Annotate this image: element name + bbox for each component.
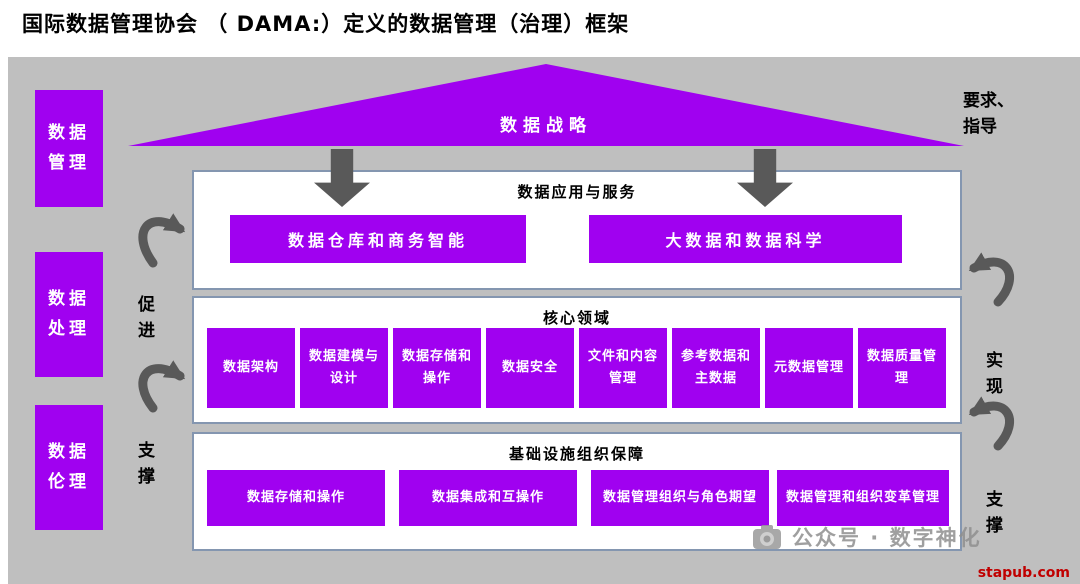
note-support-right: 支 撑 [986,490,1003,537]
pillar-data-processing: 数据 处理 [35,252,103,377]
chip-big-data-science: 大数据和数据科学 [589,215,902,263]
chip-data-security: 数据安全 [486,328,574,408]
note-requirements-guidance: 要求、 指导 [963,91,1014,138]
section-infrastructure-organization: 基础设施组织保障 数据存储和操作 数据集成和互操作 数据管理组织与角色期望 数据… [192,432,962,551]
chip-data-mgmt-org-roles: 数据管理组织与角色期望 [591,470,769,526]
chip-data-quality-mgmt: 数据质量管理 [858,328,946,408]
note-realize: 实 现 [986,351,1003,398]
chip-metadata-mgmt: 元数据管理 [765,328,853,408]
chip-data-warehouse-bi: 数据仓库和商务智能 [230,215,526,263]
chip-data-mgmt-org-change: 数据管理和组织变革管理 [777,470,949,526]
chip-data-storage-operations-infra: 数据存储和操作 [207,470,385,526]
chip-data-modeling-design: 数据建模与设计 [300,328,388,408]
chip-data-architecture: 数据架构 [207,328,295,408]
section-data-application-services: 数据应用与服务 数据仓库和商务智能 大数据和数据科学 [192,170,962,290]
chip-reference-master-data: 参考数据和主数据 [672,328,760,408]
page-title: 国际数据管理协会 （ DAMA:）定义的数据管理（治理）框架 [22,12,630,36]
section-title: 数据应用与服务 [517,183,637,201]
watermark-text: 公众号 · 数字神化 [792,526,982,550]
pillar-data-management: 数据 管理 [35,90,103,207]
note-promote: 促 进 [138,295,155,342]
chip-data-integration-interop: 数据集成和互操作 [399,470,577,526]
watermark: 公众号 · 数字神化 [752,522,982,552]
pillar-data-ethics: 数据 伦理 [35,405,103,530]
chip-document-content-mgmt: 文件和内容管理 [579,328,667,408]
chip-data-storage-operations: 数据存储和操作 [393,328,481,408]
section-title: 核心领域 [542,309,611,327]
section-title: 基础设施组织保障 [508,445,645,463]
strategy-roof-label: 数据战略 [500,116,592,136]
note-support-left: 支 撑 [138,441,155,488]
camera-icon [753,525,781,549]
section-core-domains: 核心领域 数据架构 数据建模与设计 数据存储和操作 数据安全 文件和内容管理 参… [192,296,962,424]
stapub-link: stapub.com [977,565,1070,581]
